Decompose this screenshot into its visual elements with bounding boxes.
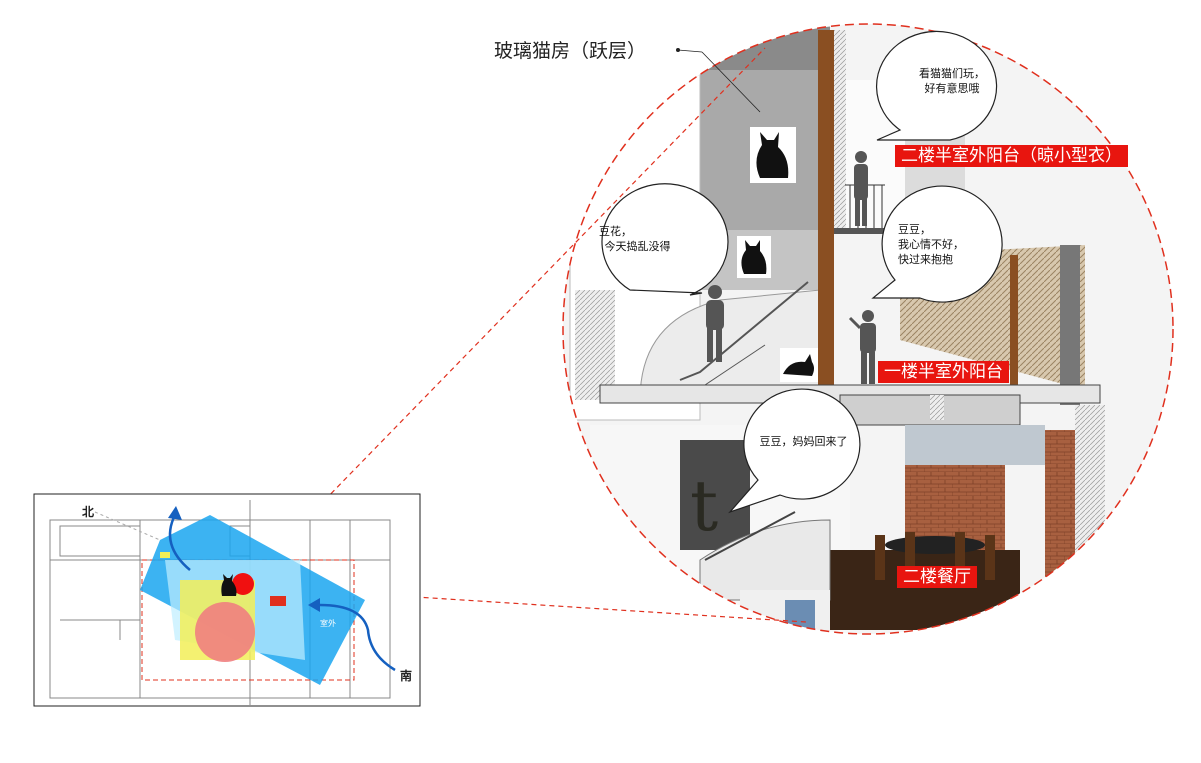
bubble-b4-line1: 豆豆，妈妈回来了 bbox=[759, 435, 848, 448]
bubble-shape-b4 bbox=[728, 388, 861, 514]
cat-pictograms bbox=[737, 127, 818, 382]
connector-line-upper bbox=[242, 47, 766, 585]
cat-icon-medium bbox=[741, 240, 767, 274]
bubble-shape-b1 bbox=[876, 30, 998, 141]
cat-icon-large bbox=[756, 132, 789, 178]
wood-column bbox=[818, 30, 834, 390]
title-leader-line bbox=[701, 51, 761, 113]
magnifier-circle bbox=[562, 23, 1174, 635]
label-balcony-mid: 一楼半室外阳台 bbox=[878, 361, 1009, 383]
people bbox=[706, 151, 876, 384]
wind-arrow-south bbox=[319, 603, 396, 672]
bubble-shape-b3 bbox=[871, 185, 1003, 303]
doorway bbox=[680, 440, 750, 550]
dining-table bbox=[885, 536, 985, 554]
bubble-b1-line1: 看猫猫们玩， bbox=[919, 67, 985, 80]
page-title: 玻璃猫房（跃层） bbox=[494, 40, 647, 62]
compass-north: 北 bbox=[82, 505, 95, 519]
t-sign: t bbox=[690, 465, 718, 547]
bubble-b2-line2: 今天捣乱没得 bbox=[604, 240, 671, 253]
bubble-b3-line2: 我心情不好， bbox=[898, 238, 964, 251]
label-balcony-upper: 二楼半室外阳台（晾小型衣） bbox=[895, 145, 1128, 167]
compass-south: 南 bbox=[400, 669, 413, 683]
wind-arrow-north bbox=[168, 514, 191, 571]
bubble-b1: 看猫猫们玩， 好有意思哦 bbox=[902, 66, 1002, 96]
cat-icon-small bbox=[783, 354, 814, 376]
plan-red-marker bbox=[270, 596, 286, 606]
bubble-b1-line2: 好有意思哦 bbox=[924, 82, 980, 95]
plan-cat-icon bbox=[221, 574, 237, 596]
person-stairs bbox=[706, 285, 724, 362]
bubble-b3-line3: 快过来抱抱 bbox=[898, 253, 953, 266]
speech-bubbles bbox=[601, 30, 1003, 514]
person-mid-balcony bbox=[848, 310, 876, 384]
plan-outdoor-label: 室外 bbox=[320, 619, 336, 628]
bubble-b3: 豆豆， 我心情不好， 快过来抱抱 bbox=[898, 222, 993, 267]
bubble-b3-line1: 豆豆， bbox=[898, 223, 931, 236]
bubble-b2: 豆花， 今天捣乱没得 bbox=[585, 224, 690, 254]
bubble-b2-line1: 豆花， bbox=[599, 225, 632, 238]
bubble-shape-b2 bbox=[601, 183, 729, 296]
bubble-b4: 豆豆，妈妈回来了 bbox=[746, 434, 861, 449]
floor-plan-inset bbox=[33, 493, 421, 707]
label-dining: 二楼餐厅 bbox=[897, 566, 977, 588]
plan-pink-zone bbox=[195, 602, 255, 662]
person-upper-balcony bbox=[854, 151, 868, 226]
dining-chairs bbox=[875, 532, 995, 580]
plan-focus-dot bbox=[232, 573, 254, 595]
section-view: t bbox=[563, 24, 1173, 634]
